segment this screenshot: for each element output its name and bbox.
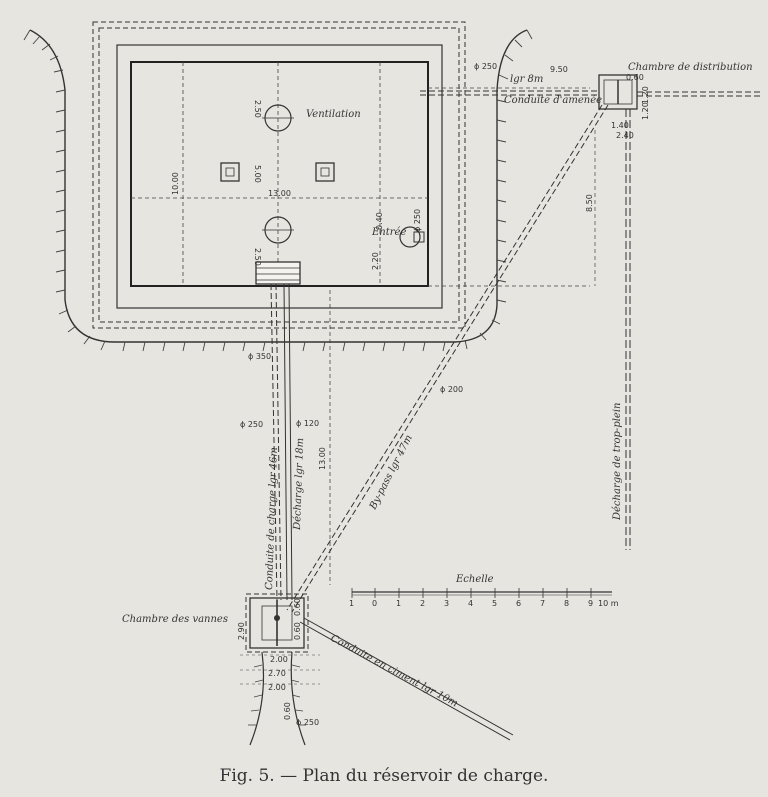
dim-label: 0.60 [283, 702, 292, 720]
reservoir-plan-drawing: 1 0 1 2 3 4 5 6 7 8 9 10 m Echelle Venti… [23, 21, 760, 746]
dim-label: 0.40 [375, 212, 384, 230]
dim-label: 2.40 [616, 131, 634, 140]
dim-label: 2.50 [253, 248, 262, 266]
diameter-label: ϕ 350 [248, 352, 271, 361]
scale-tick: 6 [516, 599, 521, 608]
dim-label: 5.00 [253, 165, 262, 183]
figure-caption: Fig. 5. — Plan du réservoir de charge. [219, 766, 549, 786]
scale-tick: 8 [564, 599, 569, 608]
dim-label: 2.50 [253, 100, 262, 118]
scale-tick: 10 m [598, 599, 619, 608]
diameter-label: ϕ 250 [240, 420, 263, 429]
diameter-label: ϕ 120 [296, 419, 319, 428]
dim-label: 1.40 [611, 121, 629, 130]
scale-tick: 9 [588, 599, 593, 608]
diameter-label: ϕ 200 [440, 385, 463, 394]
dim-label: 0.60 [293, 622, 302, 640]
scale-bar: 1 0 1 2 3 4 5 6 7 8 9 10 m Echelle [349, 574, 619, 608]
scale-tick: 7 [540, 599, 545, 608]
dim-label: 13.00 [318, 447, 327, 470]
diameter-label: ϕ 250 [413, 209, 422, 232]
ventilation-label: Ventilation [306, 109, 361, 120]
pipes [270, 104, 609, 741]
dim-label: 13.00 [268, 189, 291, 198]
dim-label: 2.00 [270, 655, 288, 664]
entrance-label: Entrée [371, 227, 406, 238]
dim-label: 2.00 [268, 683, 286, 692]
diameter-label: ϕ 250 [474, 62, 497, 71]
dim-label: 8.50 [585, 194, 594, 212]
scale-tick: 0 [372, 599, 377, 608]
distribution-chamber-label: Chambre de distribution [628, 62, 753, 73]
labels: Ventilation Entrée Chambre de distributi… [122, 62, 753, 710]
overflow-label: Décharge de trop-plein [612, 403, 623, 521]
dim-label: 2.90 [237, 622, 246, 640]
supply-pipe-label: Conduite d'amenée [504, 95, 602, 106]
scale-tick: 2 [420, 599, 425, 608]
dim-label: 0.60 [626, 73, 644, 82]
scale-tick: 4 [468, 599, 473, 608]
scale-tick: 3 [444, 599, 449, 608]
dim-label: 1.20 [641, 86, 650, 104]
cement-pipe-label: Conduite en ciment lgr 10m [329, 633, 460, 710]
bypass-label: By-pass lgr 47m [367, 433, 414, 512]
scale-label: Echelle [455, 574, 494, 585]
dim-label: 0.60 [293, 598, 302, 616]
dim-label: 1.20 [641, 102, 650, 120]
scale-tick: 5 [492, 599, 497, 608]
scale-tick: 1 [396, 599, 401, 608]
dim-label: 2.70 [268, 669, 286, 678]
valve-chamber-label: Chambre des vannes [122, 614, 228, 625]
dimensions: 2.50 10.00 5.00 13.00 2.50 2.20 9.50 0.6… [171, 62, 650, 727]
dim-label: 9.50 [550, 65, 568, 74]
dim-label: 10.00 [171, 172, 180, 195]
charge-pipe-label: Conduite de charge lgr 46m [264, 447, 280, 590]
reservoir [92, 21, 590, 329]
supply-length-label: lgr 8m [510, 74, 543, 85]
discharge-label: Décharge lgr 18m [292, 438, 306, 531]
distribution-chamber [420, 74, 760, 550]
scale-tick: 1 [349, 599, 354, 608]
diameter-label: ϕ 250 [296, 718, 319, 727]
dim-label: 2.20 [371, 252, 380, 270]
valve-chamber [240, 593, 320, 746]
